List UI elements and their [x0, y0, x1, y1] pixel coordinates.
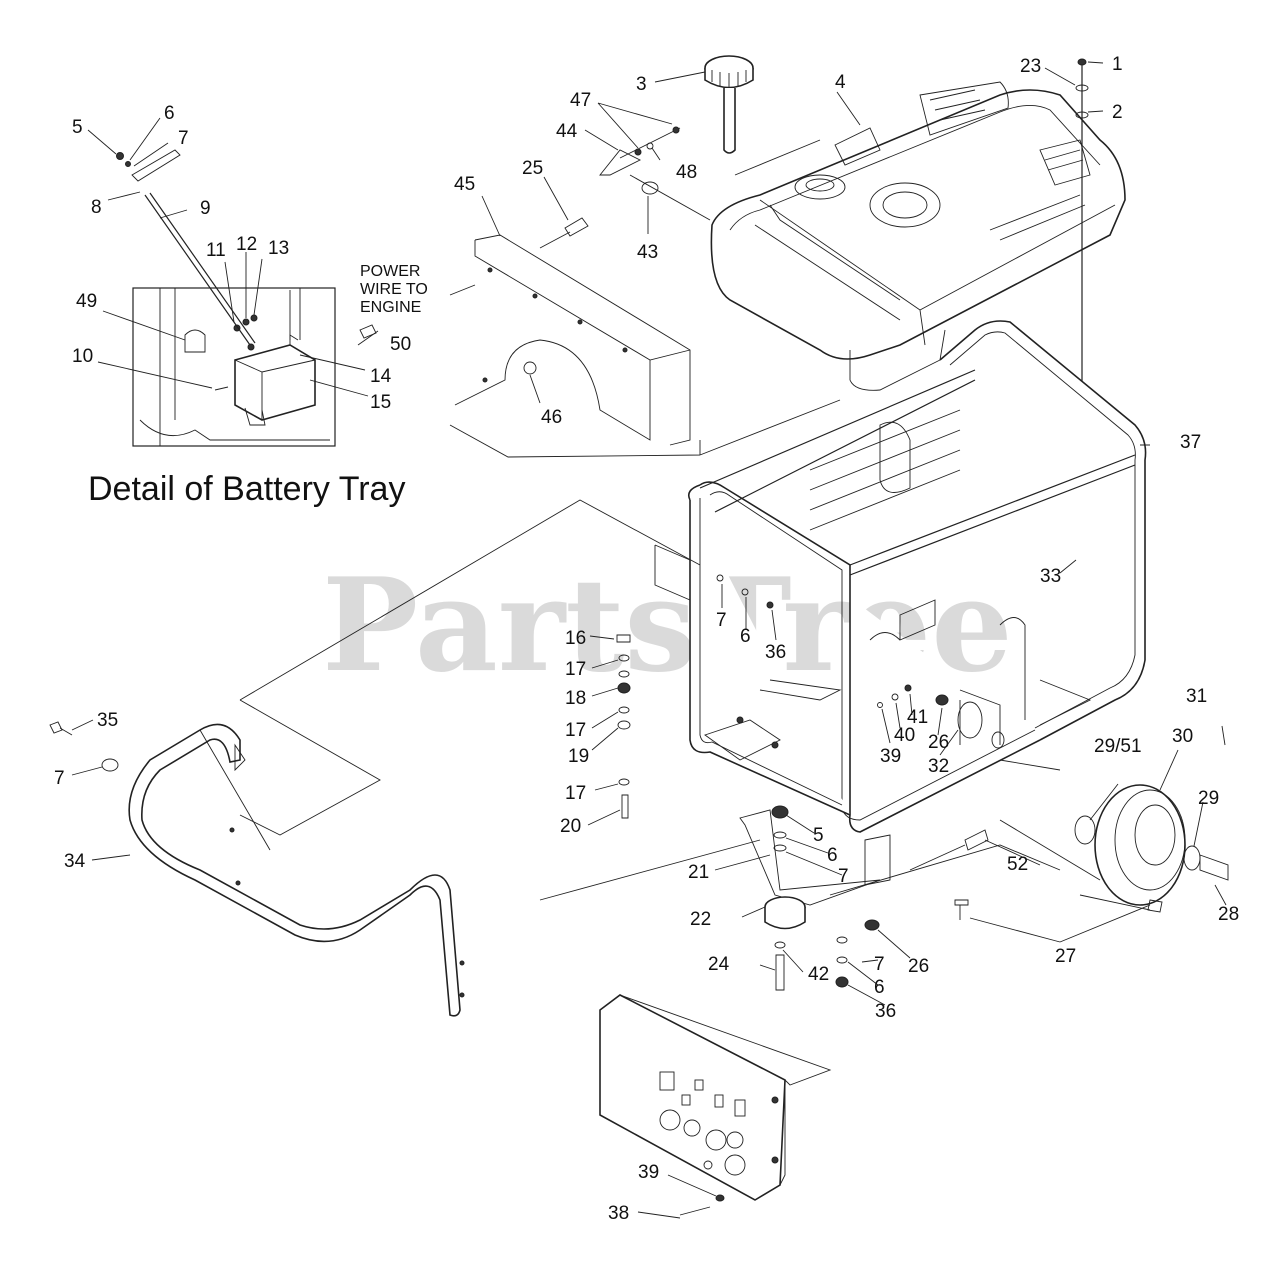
control-panel	[599, 994, 832, 1216]
callout-1: 1	[1112, 54, 1123, 75]
callout-32: 32	[928, 756, 949, 777]
vibration-mount-hardware-left	[616, 634, 631, 819]
callout-29-51: 29/51	[1094, 736, 1142, 757]
callout-11: 11	[206, 240, 226, 261]
callout-23: 23	[1020, 56, 1041, 77]
fuel-tank	[710, 81, 1126, 391]
callout-33: 33	[1040, 566, 1061, 587]
callout-45: 45	[454, 174, 475, 195]
callout-37: 37	[1180, 432, 1201, 453]
callout-17c: 17	[565, 783, 586, 804]
callout-19: 19	[568, 746, 589, 767]
power-note-line-3: ENGINE	[360, 299, 421, 316]
callout-16: 16	[565, 628, 586, 649]
callout-46: 46	[541, 407, 562, 428]
callout-41: 41	[907, 707, 928, 728]
callout-24: 24	[708, 954, 730, 975]
frame-floor-plane	[199, 499, 701, 851]
hold-down-rod	[116, 149, 256, 346]
callout-36b: 36	[875, 1001, 896, 1022]
battery-tray-detail	[132, 287, 377, 447]
callout-7b: 7	[716, 610, 727, 631]
callout-49: 49	[76, 291, 97, 312]
callout-47: 47	[570, 90, 591, 111]
callout-36: 36	[765, 642, 786, 663]
power-wire-note: POWER WIRE TO ENGINE	[360, 263, 428, 316]
callout-6c: 6	[874, 977, 885, 998]
callout-7: 7	[178, 128, 189, 149]
callout-6: 6	[164, 103, 175, 124]
callout-42: 42	[808, 964, 829, 985]
callout-20: 20	[560, 816, 581, 837]
callout-28: 28	[1218, 904, 1239, 925]
callout-27: 27	[1055, 946, 1076, 967]
callout-15: 15	[370, 392, 391, 413]
callout-7d: 7	[838, 866, 849, 887]
callout-50: 50	[390, 334, 411, 355]
callout-35: 35	[97, 710, 118, 731]
callout-8: 8	[91, 197, 102, 218]
callout-21: 21	[688, 862, 709, 883]
power-note-line-2: WIRE TO	[360, 281, 428, 298]
callout-30: 30	[1172, 726, 1193, 747]
callout-labels: 1 2 3 4 5 6 7 8 9 10 11 12 13 14 15 16 1…	[54, 54, 1239, 1224]
callout-44: 44	[556, 121, 578, 142]
callout-40: 40	[894, 725, 915, 746]
callout-3: 3	[636, 74, 647, 95]
callout-9: 9	[200, 198, 211, 219]
vibration-mount	[539, 805, 1061, 991]
fuel-valve	[539, 126, 711, 249]
callout-52: 52	[1007, 854, 1028, 875]
callout-6d: 6	[827, 845, 838, 866]
callout-2: 2	[1112, 102, 1123, 123]
callout-48: 48	[676, 162, 697, 183]
callout-5b: 5	[813, 825, 824, 846]
callout-4: 4	[835, 72, 846, 93]
callout-17: 17	[565, 659, 586, 680]
callout-26b: 26	[908, 956, 929, 977]
callout-5: 5	[72, 117, 83, 138]
detail-title: Detail of Battery Tray	[88, 470, 405, 508]
callout-10: 10	[72, 346, 93, 367]
handle	[49, 721, 465, 1017]
callout-39b: 39	[638, 1162, 659, 1183]
callout-43: 43	[637, 242, 658, 263]
callout-38: 38	[608, 1203, 629, 1224]
callout-22: 22	[690, 909, 711, 930]
callout-31: 31	[1186, 686, 1207, 707]
callout-13: 13	[268, 238, 289, 259]
generator-frame	[654, 320, 1147, 833]
callout-6b: 6	[740, 626, 751, 647]
fuel-cap-gauge	[704, 55, 821, 176]
callout-7c: 7	[874, 954, 885, 975]
callout-14: 14	[370, 366, 392, 387]
callout-25: 25	[522, 158, 543, 179]
callout-34: 34	[64, 851, 86, 872]
callout-29: 29	[1198, 788, 1219, 809]
wheel-assembly	[909, 725, 1229, 920]
callout-39: 39	[880, 746, 901, 767]
leader-lines	[71, 61, 1227, 1219]
callout-18: 18	[565, 688, 586, 709]
panel-bracket	[449, 234, 841, 458]
callout-7e: 7	[54, 768, 65, 789]
callout-26: 26	[928, 732, 949, 753]
callout-17b: 17	[565, 720, 586, 741]
power-note-line-1: POWER	[360, 263, 420, 280]
callout-12: 12	[236, 234, 257, 255]
